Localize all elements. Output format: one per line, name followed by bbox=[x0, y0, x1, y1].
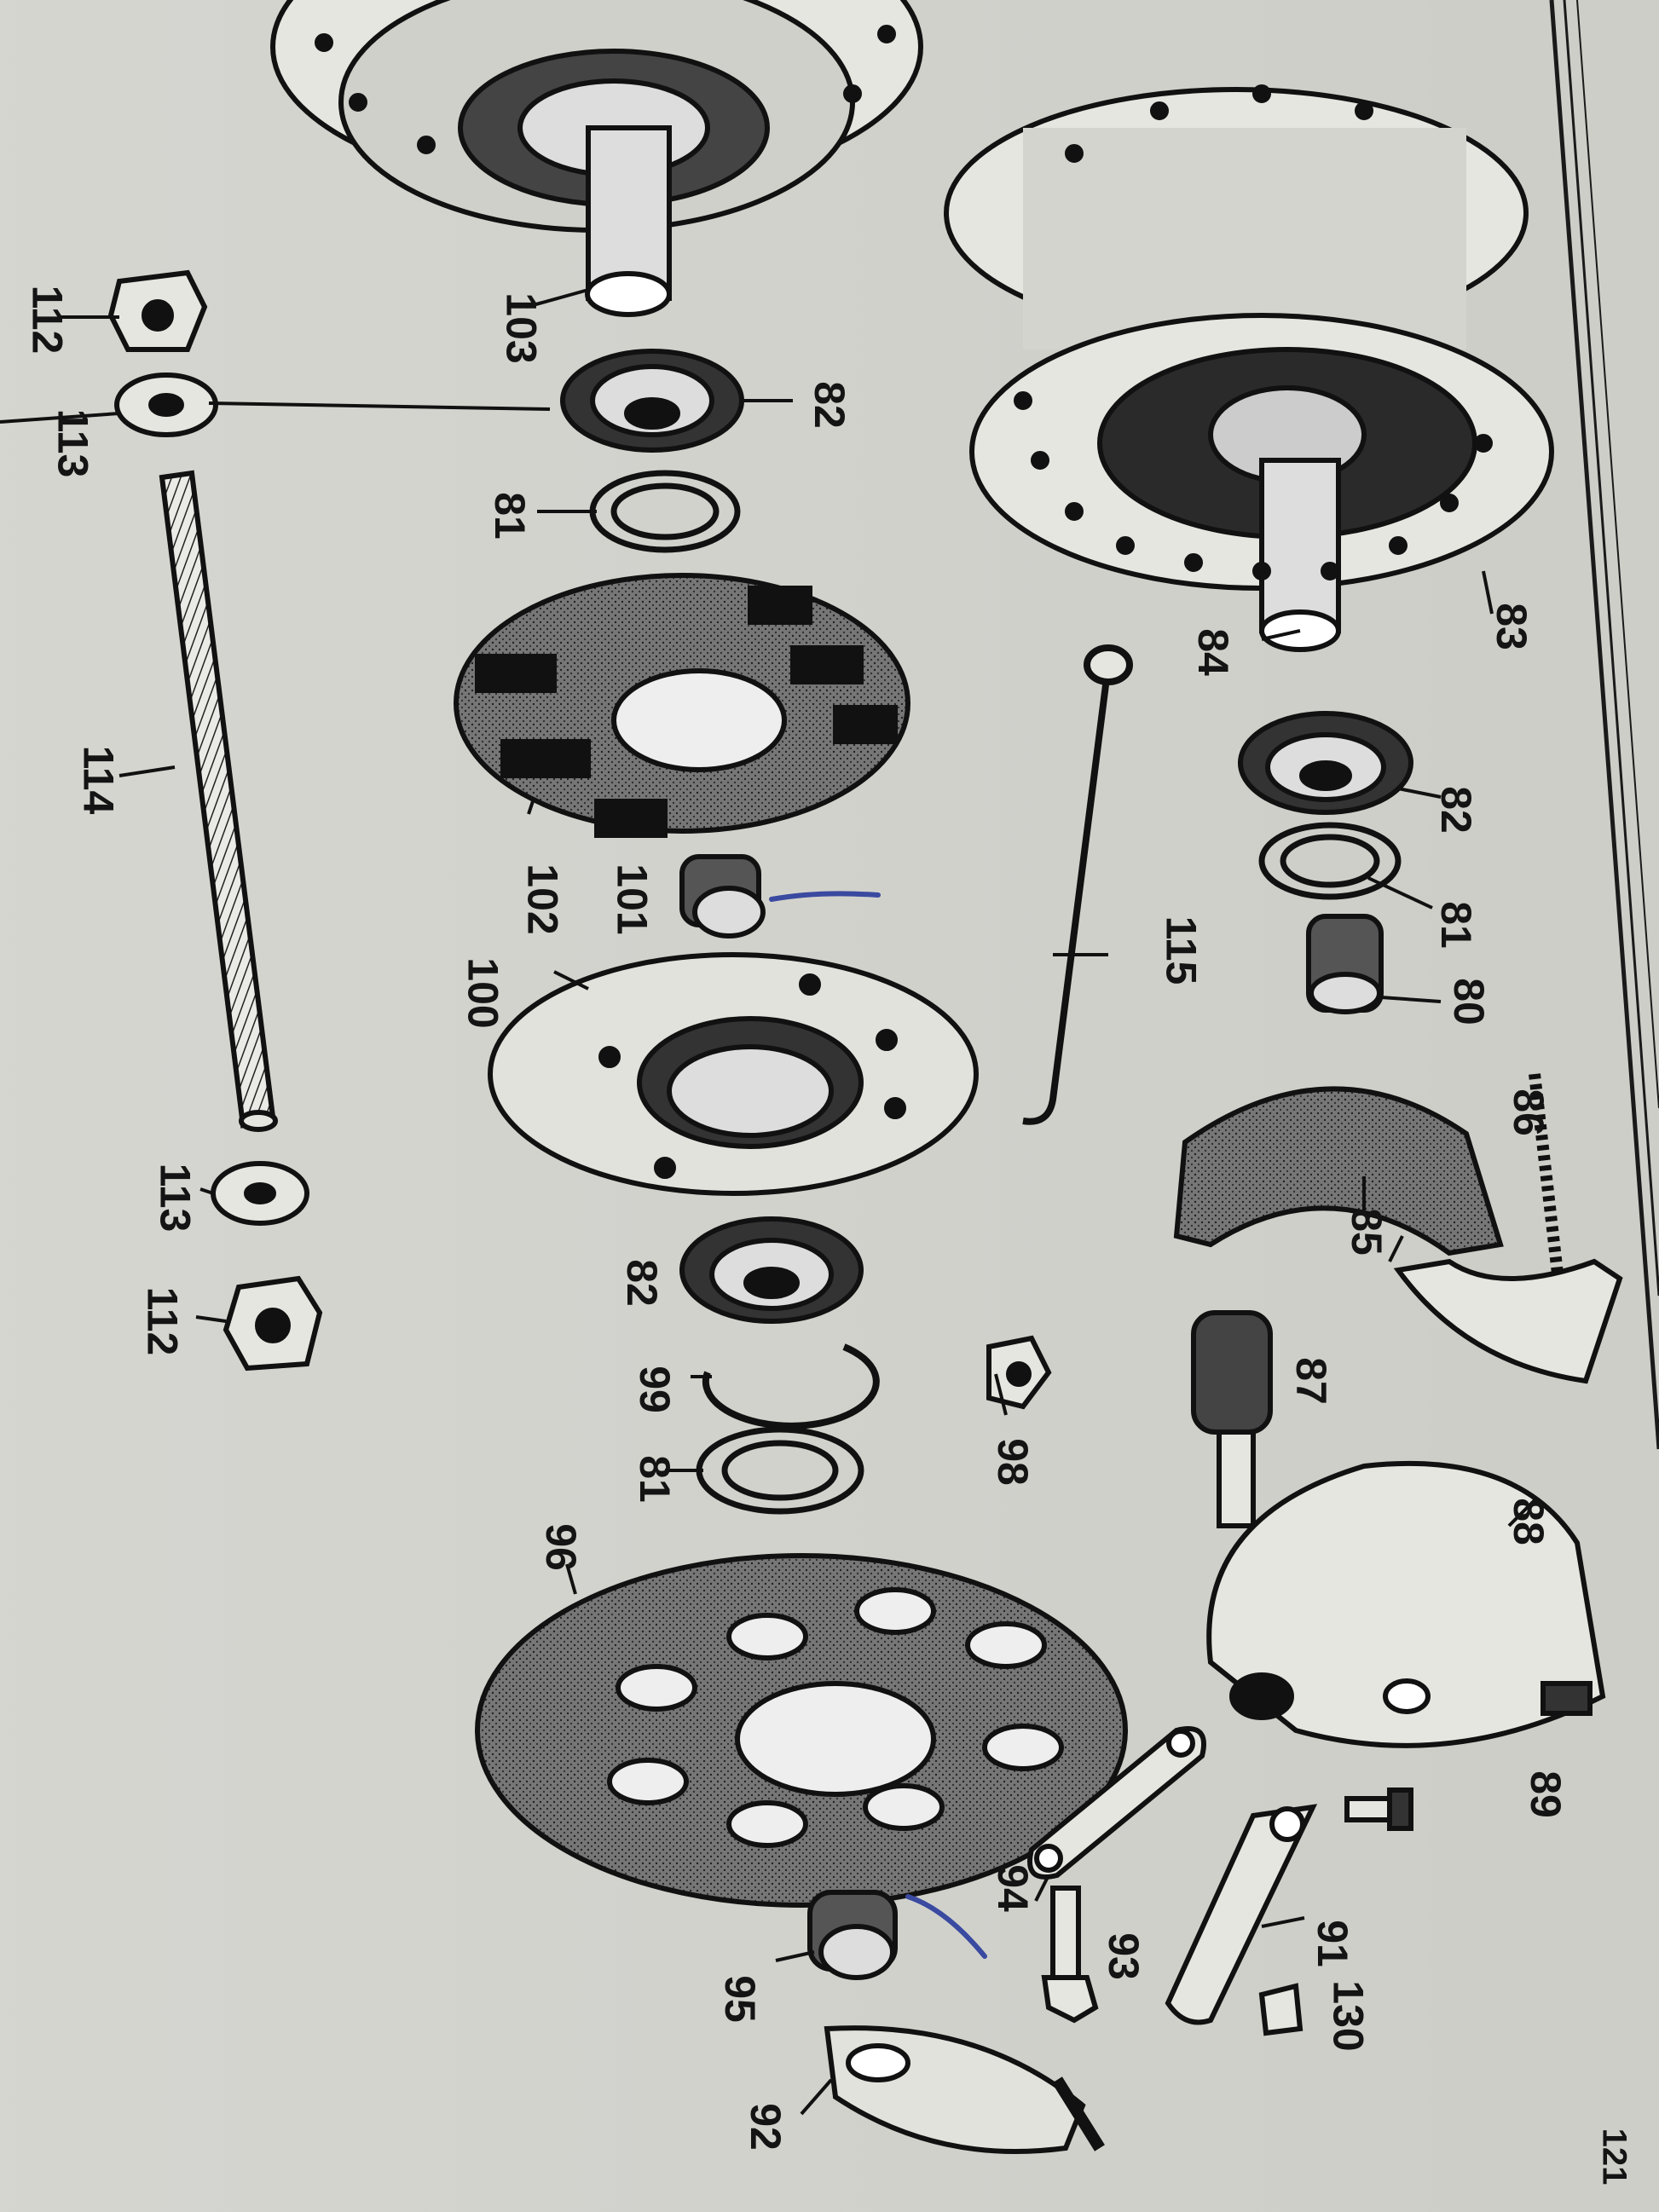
callout-81-top: 81 bbox=[485, 492, 534, 540]
axle-114 bbox=[159, 470, 278, 1132]
seal-ring-81-right bbox=[1258, 822, 1402, 900]
pivot-130 bbox=[1258, 1983, 1304, 2036]
callout-91: 91 bbox=[1308, 1920, 1356, 1967]
spacer-80 bbox=[1306, 914, 1384, 1014]
callout-84: 84 bbox=[1188, 628, 1237, 676]
callout-112-top: 112 bbox=[23, 285, 72, 355]
callout-83: 83 bbox=[1487, 603, 1535, 650]
callout-87: 87 bbox=[1286, 1357, 1335, 1405]
callout-115: 115 bbox=[1157, 915, 1205, 985]
leader-line-left bbox=[0, 412, 120, 424]
callout-85: 85 bbox=[1342, 1208, 1390, 1256]
bearing-82-top bbox=[560, 349, 744, 453]
cush-rubber-102 bbox=[454, 573, 910, 838]
bolt-93 bbox=[1041, 1886, 1099, 2024]
washer-113-bottom bbox=[211, 1161, 309, 1226]
callout-96: 96 bbox=[536, 1523, 585, 1571]
brake-rod-115 bbox=[1022, 644, 1133, 1125]
brake-cam-87 bbox=[1191, 1310, 1273, 1528]
callout-101: 101 bbox=[608, 863, 656, 935]
hub-drum-103 bbox=[270, 0, 923, 317]
callout-112-bottom: 112 bbox=[138, 1286, 187, 1356]
brake-shoe-lower bbox=[1393, 1258, 1623, 1384]
sprocket-carrier-100 bbox=[488, 952, 979, 1196]
callout-81-right: 81 bbox=[1431, 901, 1480, 949]
torque-arm-94 bbox=[1027, 1726, 1206, 1880]
callout-99: 99 bbox=[630, 1366, 679, 1413]
washer-113-top bbox=[114, 373, 218, 437]
callout-121: 121 bbox=[1595, 2128, 1633, 2186]
screw-89 bbox=[1540, 1681, 1593, 1716]
distance-piece-95 bbox=[807, 1890, 898, 1980]
callout-82-right: 82 bbox=[1431, 786, 1480, 834]
callout-95: 95 bbox=[715, 1975, 764, 2023]
callout-88: 88 bbox=[1504, 1498, 1552, 1545]
leader-line-axle bbox=[208, 401, 551, 411]
callout-92: 92 bbox=[741, 2103, 789, 2151]
wheel-hub-83 bbox=[944, 84, 1554, 652]
callout-93: 93 bbox=[1099, 1932, 1147, 1980]
callout-113-top: 113 bbox=[49, 408, 97, 478]
small-bolt bbox=[1344, 1788, 1413, 1831]
callout-82-top: 82 bbox=[805, 381, 853, 429]
brake-lever-91 bbox=[1165, 1804, 1318, 2025]
nut-98 bbox=[986, 1335, 1052, 1410]
brake-plate-88 bbox=[1206, 1460, 1606, 1748]
callout-leaders bbox=[60, 288, 1536, 2116]
hex-nut-112-top bbox=[107, 269, 208, 352]
spacer-101 bbox=[679, 854, 766, 939]
chain-adjuster-92 bbox=[824, 2025, 1105, 2154]
callout-98: 98 bbox=[988, 1438, 1037, 1486]
callout-102: 102 bbox=[518, 863, 567, 935]
callout-89: 89 bbox=[1521, 1770, 1569, 1818]
hex-nut-112-bottom bbox=[223, 1275, 323, 1372]
bearing-82-right bbox=[1238, 711, 1413, 815]
callout-100: 100 bbox=[459, 957, 507, 1029]
bearing-82-mid bbox=[679, 1216, 864, 1324]
page-edge-lines bbox=[1549, 0, 1659, 1450]
callout-82-mid: 82 bbox=[617, 1259, 666, 1307]
callout-113-bottom: 113 bbox=[151, 1163, 199, 1233]
callout-114: 114 bbox=[74, 745, 123, 815]
callout-81-mid: 81 bbox=[630, 1455, 679, 1503]
spring-86 bbox=[1529, 1073, 1566, 1297]
callout-80: 80 bbox=[1444, 978, 1493, 1025]
sprocket-96 bbox=[475, 1553, 1128, 1908]
callout-103: 103 bbox=[497, 292, 546, 364]
brake-shoe-85 bbox=[1173, 1086, 1504, 1256]
pen-marks bbox=[769, 891, 987, 1959]
callout-86: 86 bbox=[1504, 1089, 1552, 1136]
callout-130: 130 bbox=[1324, 1980, 1373, 2052]
callout-94: 94 bbox=[988, 1864, 1037, 1912]
circlip-99 bbox=[702, 1343, 880, 1429]
